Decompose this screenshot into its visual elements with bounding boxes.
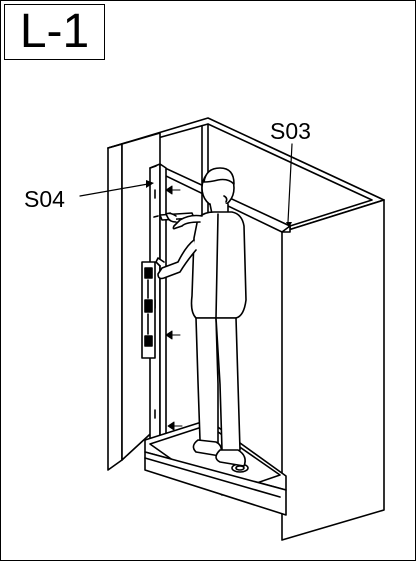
s04-leader-line [79, 183, 149, 197]
installer-figure [155, 167, 247, 467]
arrow-bottom [167, 421, 183, 431]
step-label-box: L-1 [4, 4, 105, 60]
callout-s04: S04 [24, 186, 65, 212]
step-label: L-1 [19, 5, 90, 58]
callout-s03: S03 [270, 118, 311, 144]
s03-leader-line [287, 143, 293, 223]
alignment-arrows [165, 185, 183, 431]
arrow-middle [165, 330, 181, 340]
spirit-level [141, 261, 156, 359]
s04-leader-arrowhead [146, 180, 154, 188]
right-wall-panel [281, 199, 385, 541]
s03-leader-arrowhead [286, 222, 292, 228]
arrow-top [165, 185, 181, 195]
